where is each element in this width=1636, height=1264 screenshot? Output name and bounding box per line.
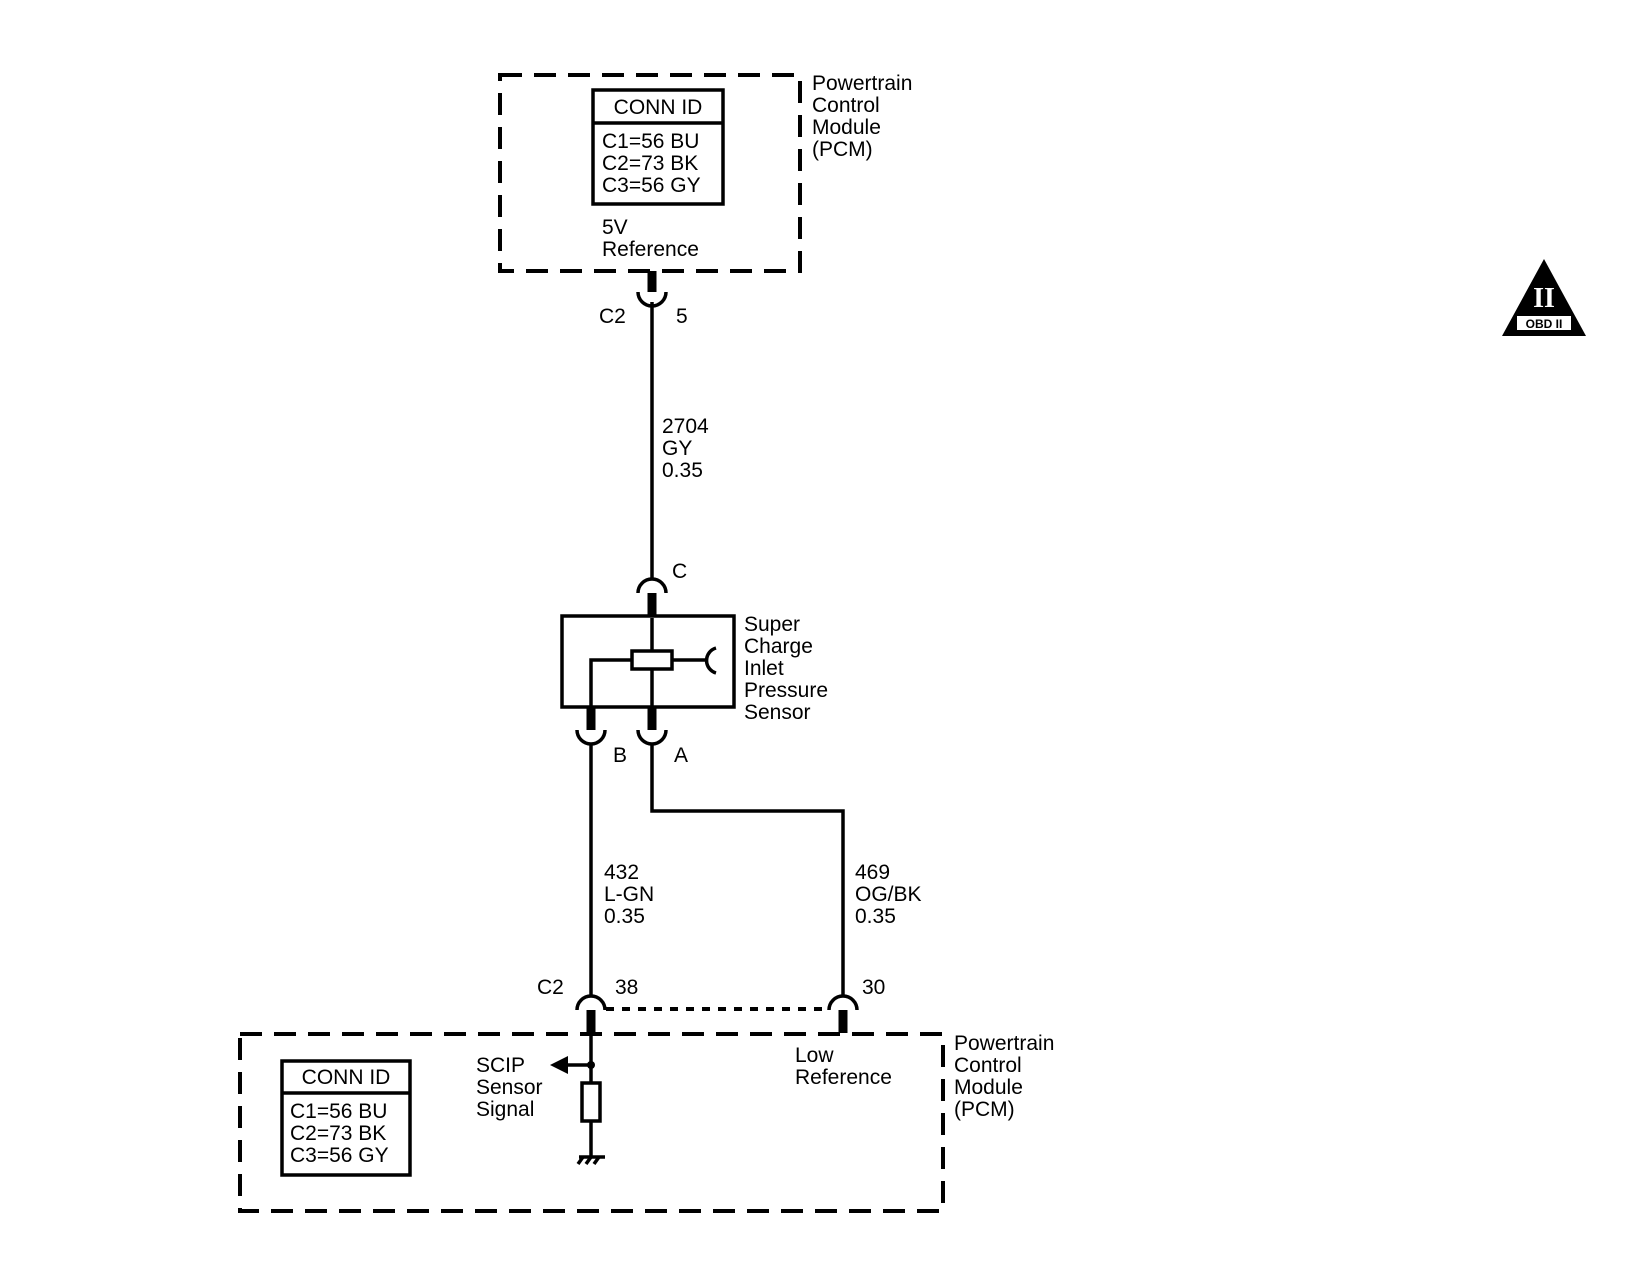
connector-cup-symbol <box>827 994 859 1011</box>
splice-dot <box>587 1061 595 1069</box>
pull-down-resistor <box>580 1081 602 1123</box>
conn-id-row: C2=73 BK <box>602 152 698 175</box>
conn-id-row: C1=56 BU <box>602 130 699 153</box>
module-name-line: Powertrain <box>812 72 912 95</box>
top-conn-id-table: CONN ID C1=56 BU C2=73 BK C3=56 GY <box>591 88 725 206</box>
sensor-name-line: Inlet <box>744 657 784 680</box>
pin-label: 38 <box>615 976 638 999</box>
signal-label-line: SCIP <box>476 1054 525 1077</box>
pin-label: A <box>674 744 688 767</box>
signal-label-line: Signal <box>476 1098 534 1121</box>
bottom-connector-c2: C2 38 30 <box>537 976 885 1033</box>
wire-color: L-GN <box>604 883 654 906</box>
sensor-connector-c: C <box>636 560 687 618</box>
wire-2704-label: 2704 GY 0.35 <box>662 415 709 482</box>
sensor-name-line: Charge <box>744 635 813 658</box>
sensor-name-line: Pressure <box>744 679 828 702</box>
module-name-line: Control <box>954 1054 1022 1077</box>
module-name-line: (PCM) <box>812 138 873 161</box>
sensor-name-line: Super <box>744 613 800 636</box>
wire-469-label: 469 OG/BK 0.35 <box>855 861 922 928</box>
conn-id-row: C1=56 BU <box>290 1100 387 1123</box>
low-ref-label-line: Reference <box>795 1066 892 1089</box>
top-pcm-module: CONN ID C1=56 BU C2=73 BK C3=56 GY Power… <box>498 72 912 273</box>
module-name-line: Control <box>812 94 880 117</box>
sensor-element-resistor <box>630 649 674 671</box>
chassis-ground-icon <box>576 1155 605 1166</box>
wire-gauge: 0.35 <box>855 905 896 928</box>
sensor-connector-b: B <box>575 707 627 767</box>
terminal-label-line: Reference <box>602 238 699 261</box>
obd-text: OBD II <box>1526 317 1563 331</box>
conn-id-row: C3=56 GY <box>602 174 701 197</box>
wire-circuit: 2704 <box>662 415 709 438</box>
conn-id-title: CONN ID <box>614 96 703 119</box>
bottom-conn-id-table: CONN ID C1=56 BU C2=73 BK C3=56 GY <box>280 1059 412 1177</box>
conn-id-row: C2=73 BK <box>290 1122 386 1145</box>
connector-label: C2 <box>599 305 626 328</box>
low-ref-label-line: Low <box>795 1044 834 1067</box>
wire-color: OG/BK <box>855 883 922 906</box>
wire-circuit: 432 <box>604 861 639 884</box>
top-connector-c2-pin5: C2 5 <box>599 271 688 328</box>
connector-cup-symbol <box>636 577 668 594</box>
sensor-connector-a: A <box>636 707 688 767</box>
wire-circuit: 469 <box>855 861 890 884</box>
scip-sensor: Super Charge Inlet Pressure Sensor <box>560 613 828 724</box>
pressure-port-symbol <box>704 646 717 675</box>
obd-symbol: II <box>1533 283 1555 314</box>
module-name-line: Powertrain <box>954 1032 1054 1055</box>
bottom-pcm-module: CONN ID C1=56 BU C2=73 BK C3=56 GY Power… <box>238 1032 1054 1213</box>
connector-label: C2 <box>537 976 564 999</box>
connector-cup-symbol <box>636 729 668 746</box>
conn-id-title: CONN ID <box>302 1066 391 1089</box>
pin-label: 5 <box>676 305 688 328</box>
module-name-line: Module <box>812 116 881 139</box>
signal-arrow-icon <box>550 1056 568 1074</box>
sensor-name: Super Charge Inlet Pressure Sensor <box>744 613 828 724</box>
connector-cup-symbol <box>575 994 607 1011</box>
signal-label-line: Sensor <box>476 1076 543 1099</box>
pin-label: 30 <box>862 976 885 999</box>
module-name-line: (PCM) <box>954 1098 1015 1121</box>
connector-cup-symbol <box>575 729 607 746</box>
wire-gauge: 0.35 <box>662 459 703 482</box>
terminal-label-line: 5V <box>602 216 628 239</box>
conn-id-row: C3=56 GY <box>290 1144 389 1167</box>
pin-label: B <box>613 744 627 767</box>
wire-469 <box>650 744 845 997</box>
pin-label: C <box>672 560 687 583</box>
module-name-line: Module <box>954 1076 1023 1099</box>
wire-432-label: 432 L-GN 0.35 <box>604 861 654 928</box>
bottom-pcm-name: Powertrain Control Module (PCM) <box>954 1032 1054 1121</box>
obd-ii-warning-triangle-icon: II OBD II <box>1502 259 1586 336</box>
top-pcm-name: Powertrain Control Module (PCM) <box>812 72 912 161</box>
conn-id-frame <box>591 88 725 206</box>
sensor-name-line: Sensor <box>744 701 811 724</box>
wire-color: GY <box>662 437 692 460</box>
wire-gauge: 0.35 <box>604 905 645 928</box>
conn-id-frame <box>280 1059 412 1177</box>
